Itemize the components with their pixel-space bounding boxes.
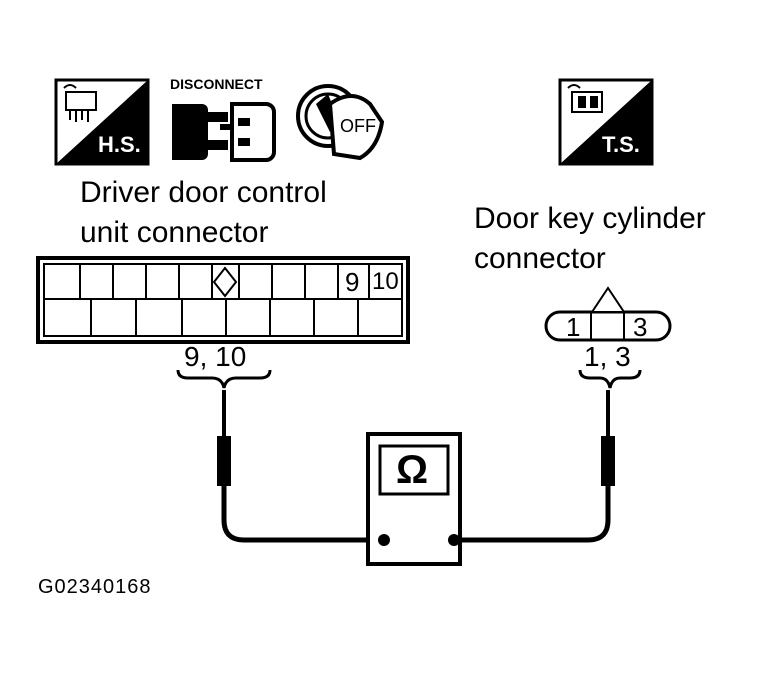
key-pin-1: 1 — [566, 312, 581, 342]
key-pin-3: 3 — [633, 312, 648, 342]
connector-latch — [590, 286, 626, 313]
terminal-side-icon — [558, 78, 654, 166]
meter-terminal-right — [448, 534, 460, 546]
off-label: OFF — [340, 116, 376, 136]
key-probe-brace — [578, 369, 642, 389]
driver-connector-title-1: Driver door control — [80, 176, 327, 209]
meter-terminal-left — [378, 534, 390, 546]
key-connector-title-2: connector — [474, 242, 606, 275]
harness-side-icon — [54, 78, 150, 166]
key-connector-title-1: Door key cylinder — [474, 202, 706, 235]
right-probe — [456, 390, 615, 543]
driver-pin-9: 9 — [345, 267, 360, 297]
driver-probe-brace — [176, 369, 272, 389]
disconnect-icon — [172, 102, 276, 162]
driver-door-connector — [36, 256, 410, 344]
ignition-off-icon — [296, 84, 385, 161]
hs-label: H.S. — [98, 132, 141, 157]
ohmmeter — [366, 432, 462, 566]
driver-probe-label: 9, 10 — [184, 341, 247, 372]
connector-lock-diamond — [212, 266, 238, 298]
upper-row-cells — [79, 264, 370, 299]
driver-connector-title-2: unit connector — [80, 216, 269, 249]
key-probe-label: 1, 3 — [584, 341, 631, 372]
figure-id: G02340168 — [38, 576, 152, 598]
driver-pin-10: 10 — [372, 268, 399, 295]
lower-row-cells — [90, 299, 359, 336]
key-cylinder-connector — [544, 286, 672, 342]
left-probe — [217, 390, 382, 543]
ts-label: T.S. — [602, 132, 640, 157]
ohm-symbol: Ω — [396, 448, 429, 492]
disconnect-label: DISCONNECT — [170, 76, 263, 92]
